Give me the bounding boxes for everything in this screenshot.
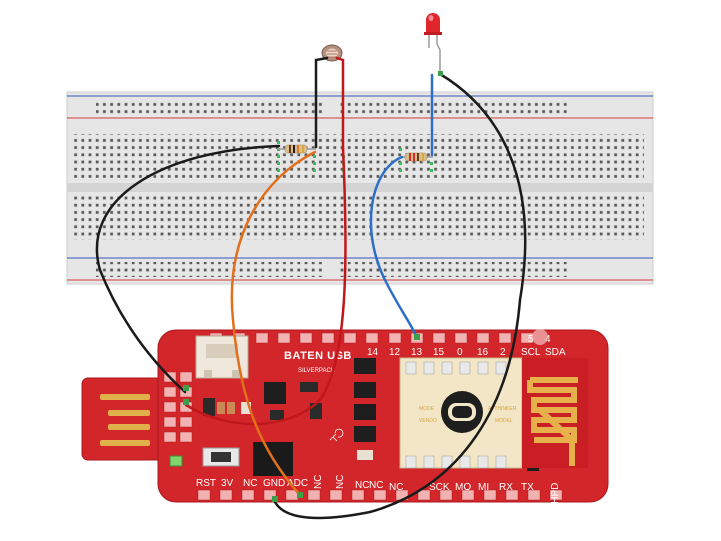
pin-label-rx: RX [499, 482, 513, 493]
top-rail-holes-left [96, 99, 326, 114]
usb-contacts [100, 394, 150, 446]
red-led[interactable] [424, 13, 442, 75]
wire-red-1 [314, 56, 329, 149]
resistor-2[interactable] [400, 152, 433, 162]
board-title: BATEN USB [284, 350, 352, 362]
pin-label-13: 13 [411, 347, 423, 358]
pin-label-0: 0 [457, 347, 463, 358]
pin-label-5: 5 [528, 334, 534, 345]
breadboard [66, 91, 654, 285]
pin-label-2: 2 [500, 347, 506, 358]
pin-label-nc-4: NC [355, 480, 369, 491]
module-text-right2: MODEL [495, 418, 513, 424]
pin-label-sda: SDA [545, 347, 566, 358]
bottom-header-pads [197, 489, 563, 501]
pin-label-rst: RST [196, 478, 216, 489]
pin-label-chpd: CHPD [550, 483, 561, 511]
pin-label-scl: SCL [521, 347, 541, 358]
wire-ends [183, 71, 443, 502]
usb-plug [81, 377, 165, 461]
pin-label-15: 15 [433, 347, 445, 358]
wire-blue-2 [369, 155, 419, 340]
status-led [169, 455, 183, 467]
wifi-module: MODE VENDO AI-THINKER MODEL [399, 357, 523, 469]
pin-label-nc-6: NC [389, 482, 403, 493]
module-text-left2: VENDO [419, 418, 437, 424]
wire-red-2 [184, 56, 347, 426]
pin-label-nc-5: NC [369, 480, 383, 491]
wire-black-2 [273, 72, 527, 520]
wire-black-1 [95, 144, 281, 394]
antenna [522, 358, 588, 468]
resistor-1[interactable] [278, 144, 316, 154]
pin-label-nc: NC [243, 478, 257, 489]
wire-orange [230, 150, 317, 497]
board-subtitle: SILVERPACK [298, 368, 335, 374]
pin-label-14: 14 [367, 347, 379, 358]
pin-label-4: 4 [545, 334, 551, 345]
top-terminal-holes [74, 134, 644, 178]
pin-label-16: 16 [477, 347, 489, 358]
top-header-pads [209, 332, 534, 344]
pin-label-mi: MI [478, 482, 489, 493]
pin-label-tx: TX [521, 482, 534, 493]
top-rail-holes-right [340, 99, 570, 114]
pin-label-gnd: GND [263, 478, 285, 489]
bottom-terminal-holes [74, 196, 644, 240]
pin-label-nc-2: NC [313, 475, 324, 489]
module-text-right: AI-THINKER [488, 406, 517, 412]
pin-label-nc-3: NC [335, 475, 346, 489]
wires [95, 56, 527, 520]
bottom-rail-holes-right [340, 262, 570, 277]
bottom-rail-holes-left [96, 262, 326, 277]
pin-label-3v: 3V [221, 478, 234, 489]
pin-label-12: 12 [389, 347, 401, 358]
smd-components [202, 358, 539, 476]
module-text-left: MODE [419, 406, 435, 412]
pin-label-adc: ADC [287, 478, 308, 489]
pin-label-mo: MO [455, 482, 471, 493]
pin-label-sck: SCK [429, 482, 450, 493]
baten-usb-board: 14 12 13 15 0 16 2 SCL SDA 5 4 BATEN USB… [81, 329, 609, 511]
